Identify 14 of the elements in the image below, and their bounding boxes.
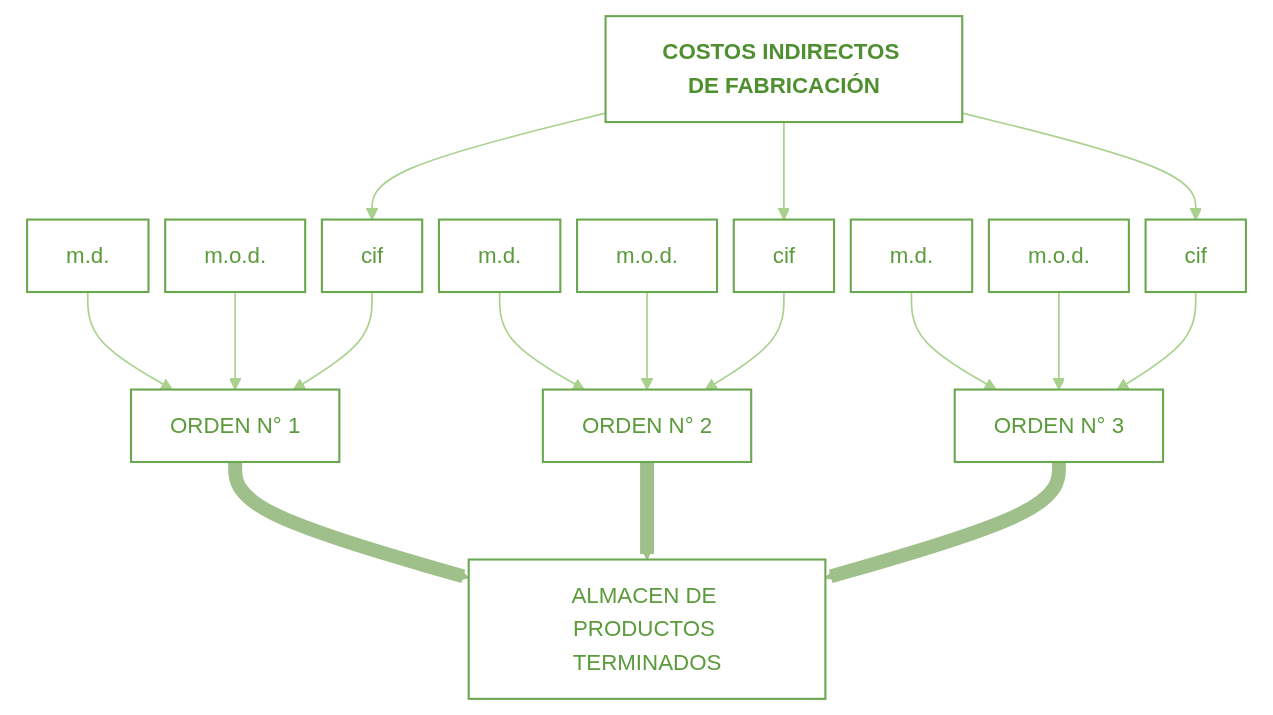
node-box: ALMACEN DE PRODUCTOS TERMINADOS — [467, 558, 827, 700]
node-box: cif — [320, 218, 424, 294]
node-box: cif — [732, 218, 836, 294]
node-box: m.d. — [437, 218, 562, 294]
node-box: ORDEN N° 2 — [541, 388, 753, 464]
node-box: m.o.d. — [987, 218, 1130, 294]
node-box: m.d. — [26, 218, 150, 294]
node-box: ORDEN N° 1 — [129, 388, 341, 464]
node-box: m.d. — [849, 218, 974, 294]
node-box: m.o.d. — [164, 218, 307, 294]
node-box: ORDEN N° 3 — [953, 388, 1165, 464]
node-box: COSTOS INDIRECTOS DE FABRICACIÓN — [604, 15, 964, 124]
node-box: cif — [1144, 218, 1247, 294]
node-box: m.o.d. — [576, 218, 719, 294]
